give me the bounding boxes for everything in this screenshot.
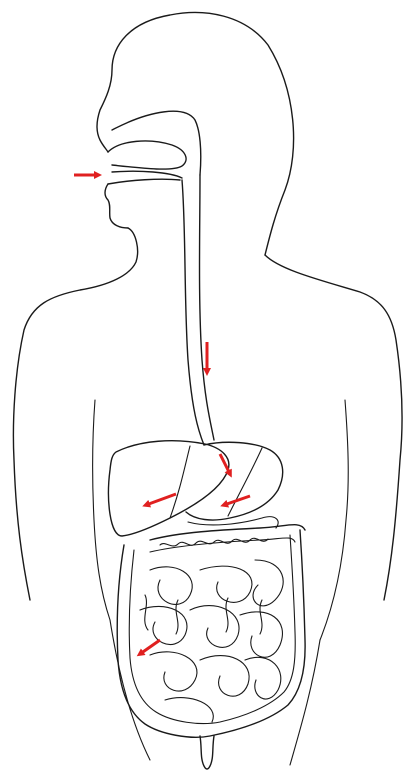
right-torso-line [320, 400, 348, 640]
coil-10 [165, 698, 213, 722]
coil-1 [150, 567, 192, 605]
liver-outline [109, 441, 229, 536]
coil-5 [190, 606, 239, 648]
left-torso-line [93, 400, 110, 620]
coil-7 [150, 652, 197, 691]
esophagus-left-wall [200, 175, 215, 440]
coil-3 [253, 560, 283, 606]
stomach [186, 442, 283, 520]
esophagus [182, 175, 214, 445]
coil-8 [200, 656, 249, 697]
stomach-divider [228, 448, 262, 516]
colon-outer [117, 530, 305, 737]
oral-cavity [108, 111, 201, 184]
head-outline [97, 13, 294, 255]
liver-arrow [146, 494, 176, 505]
chin-outline [105, 184, 128, 228]
large-intestine [117, 525, 305, 738]
liver-lobe-line [170, 446, 190, 518]
stomach-outline [186, 442, 283, 520]
appendix-arrow [140, 640, 160, 654]
right-shoulder-arm [265, 255, 402, 600]
left-hip [110, 620, 150, 760]
coil-2 [200, 566, 252, 602]
rectum [200, 736, 214, 769]
left-shoulder-arm [13, 228, 137, 600]
small-intestine [140, 560, 283, 722]
coil-4 [140, 606, 187, 644]
colon-haustra [160, 538, 268, 546]
coil-9 [245, 657, 281, 699]
nasal-passage [108, 141, 186, 169]
liver [109, 441, 229, 536]
lower-lip-line [108, 179, 180, 184]
body-outline [13, 13, 402, 765]
coil-folds [145, 595, 262, 634]
colon-inner [129, 535, 295, 724]
tongue-top [112, 171, 182, 178]
transverse-colon-bottom [150, 538, 295, 552]
